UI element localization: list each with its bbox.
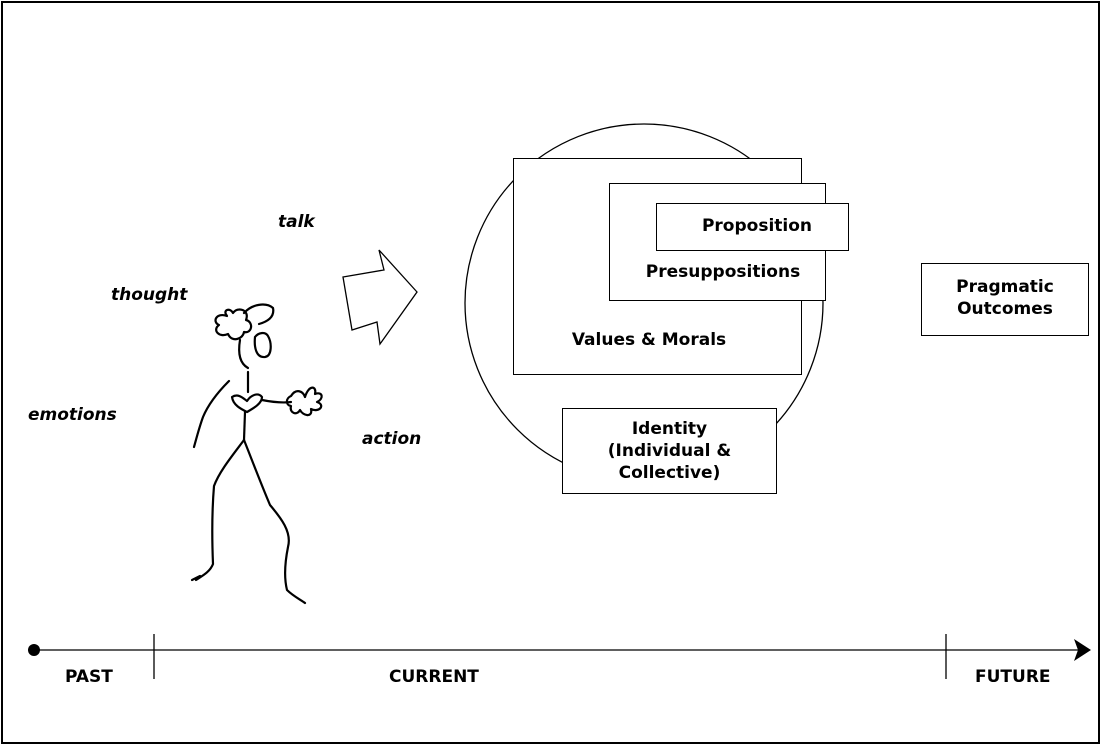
identity-box: Identity (Individual & Collective) (562, 408, 777, 494)
values-morals-label: Values & Morals (571, 330, 727, 350)
timeline-label-past: PAST (65, 667, 113, 687)
pragmatic-outcomes-label: Pragmatic Outcomes (956, 277, 1054, 319)
pragmatic-outcomes-box: Pragmatic Outcomes (921, 263, 1089, 336)
identity-label: Identity (Individual & Collective) (607, 419, 732, 483)
timeline (35, 634, 1080, 679)
proposition-label: Proposition (701, 216, 813, 236)
timeline-label-current: CURRENT (389, 667, 479, 687)
timeline-origin-dot (28, 644, 40, 656)
block-arrow-icon (342, 249, 418, 346)
talk-label: talk (278, 212, 315, 232)
timeline-arrowhead-icon (1074, 639, 1091, 661)
action-label: action (362, 429, 422, 449)
emotions-label: emotions (28, 405, 117, 425)
stick-figure-icon (190, 303, 323, 605)
proposition-box: Proposition (656, 203, 849, 251)
thought-label: thought (111, 285, 188, 305)
presuppositions-label: Presuppositions (645, 262, 801, 282)
timeline-label-future: FUTURE (975, 667, 1051, 687)
